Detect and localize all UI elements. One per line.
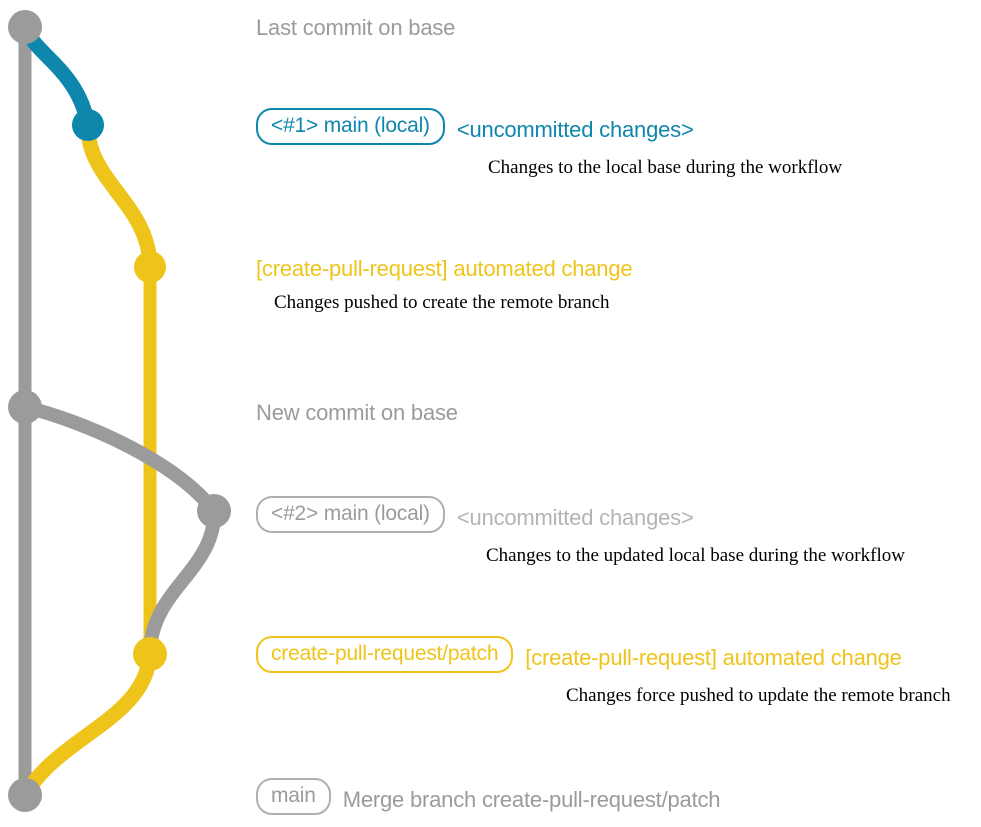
node-patch-2[interactable]: [133, 637, 167, 671]
commit-row-last-commit-on-base: Last commit on base: [256, 11, 455, 39]
commit-row-merge-commit: main Merge branch create-pull-request/pa…: [256, 778, 721, 815]
commit-subject: <uncommitted changes>: [456, 116, 694, 142]
commit-subject: New commit on base: [256, 400, 458, 425]
edge-base-new-to-local-2: [18, 400, 221, 518]
node-patch-1[interactable]: [134, 251, 166, 283]
edge-base-to-local-1: [17, 19, 96, 133]
node-local-1[interactable]: [72, 109, 104, 141]
commit-row-new-commit-on-base: New commit on base: [256, 396, 458, 424]
commit-row-automated-change-2: create-pull-request/patch [create-pull-r…: [256, 636, 951, 707]
commit-subject: [create-pull-request] automated change: [256, 256, 633, 281]
commit-note: Changes pushed to create the remote bran…: [274, 292, 610, 313]
commit-note: Changes to the local base during the wor…: [488, 157, 843, 178]
commit-note: Changes force pushed to update the remot…: [566, 685, 951, 706]
commit-subject: <uncommitted changes>: [456, 504, 694, 530]
edge-patch-2-to-merge: [17, 646, 158, 803]
node-merge[interactable]: [8, 778, 42, 812]
ref-chip-local-main-1[interactable]: <#1> main (local): [256, 108, 445, 145]
edge-local-1-to-patch-1: [80, 117, 158, 275]
commit-row-local-main-1: <#1> main (local) <uncommitted changes> …: [256, 108, 842, 179]
commit-row-local-main-2: <#2> main (local) <uncommitted changes> …: [256, 496, 905, 567]
ref-chip-local-main-2[interactable]: <#2> main (local): [256, 496, 445, 533]
node-base-new[interactable]: [8, 390, 42, 424]
edge-local-2-to-patch-2: [143, 504, 222, 661]
commit-subject: [create-pull-request] automated change: [525, 644, 902, 670]
commit-row-automated-change-1: [create-pull-request] automated change C…: [256, 252, 633, 314]
commit-note: Changes to the updated local base during…: [486, 545, 905, 566]
node-local-2[interactable]: [197, 494, 231, 528]
ref-chip-create-pull-request-patch[interactable]: create-pull-request/patch: [256, 636, 514, 673]
commit-subject: Merge branch create-pull-request/patch: [342, 786, 721, 812]
node-base-old[interactable]: [8, 10, 42, 44]
ref-chip-main[interactable]: main: [256, 778, 331, 815]
commit-subject: Last commit on base: [256, 15, 456, 40]
